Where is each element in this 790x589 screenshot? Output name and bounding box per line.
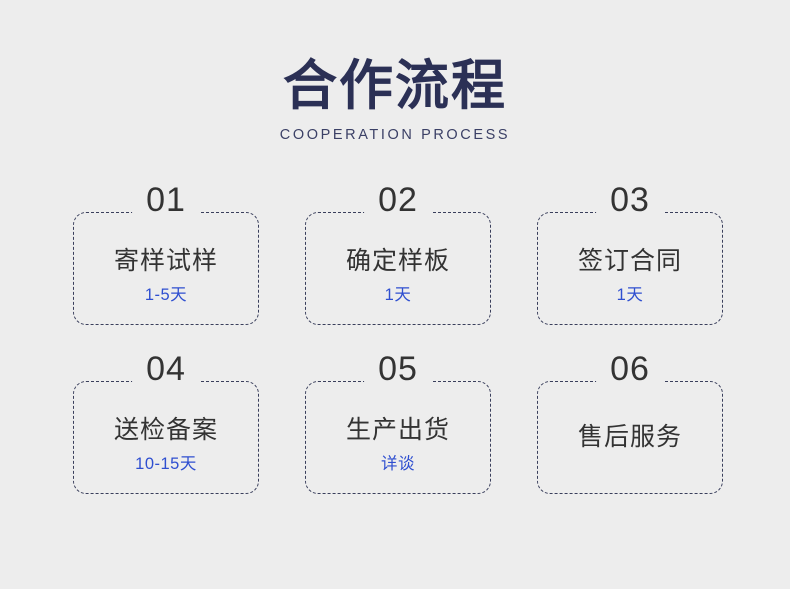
page-header: 合作流程 COOPERATION PROCESS [0,58,790,142]
step-duration: 1-5天 [144,285,188,304]
step-label: 寄样试样 [113,246,218,275]
cooperation-process-steps: 01 寄样试样 1-5天 02 确定样板 1天 03 签订合同 1天 04 送检… [73,183,723,494]
step-duration: 10-15天 [135,454,197,473]
step-number-badge: 01 [132,183,200,217]
step-number-badge: 05 [364,352,432,386]
step-card-03: 03 签订合同 1天 [537,183,723,325]
step-card-06: 06 售后服务 [537,352,723,494]
step-duration: 1天 [384,285,412,304]
step-number-badge: 06 [596,352,664,386]
step-body: 寄样试样 1-5天 [74,234,258,304]
step-number-badge: 02 [364,183,432,217]
step-number-badge: 04 [132,352,200,386]
step-label: 生产出货 [345,415,450,444]
step-body: 生产出货 详谈 [306,403,490,473]
step-body: 签订合同 1天 [538,234,722,304]
step-label: 确定样板 [345,246,450,275]
step-label: 送检备案 [113,415,218,444]
step-duration: 1天 [616,285,644,304]
step-card-05: 05 生产出货 详谈 [305,352,491,494]
step-label: 签订合同 [577,246,682,275]
page-title: 合作流程 [283,56,507,116]
step-body: 送检备案 10-15天 [74,403,258,473]
step-label: 售后服务 [577,422,682,451]
step-card-01: 01 寄样试样 1-5天 [73,183,259,325]
step-card-02: 02 确定样板 1天 [305,183,491,325]
step-body: 售后服务 [538,422,722,453]
page-subtitle: COOPERATION PROCESS [279,126,511,143]
step-body: 确定样板 1天 [306,234,490,304]
step-duration: 详谈 [381,454,415,473]
step-number-badge: 03 [596,183,664,217]
step-card-04: 04 送检备案 10-15天 [73,352,259,494]
